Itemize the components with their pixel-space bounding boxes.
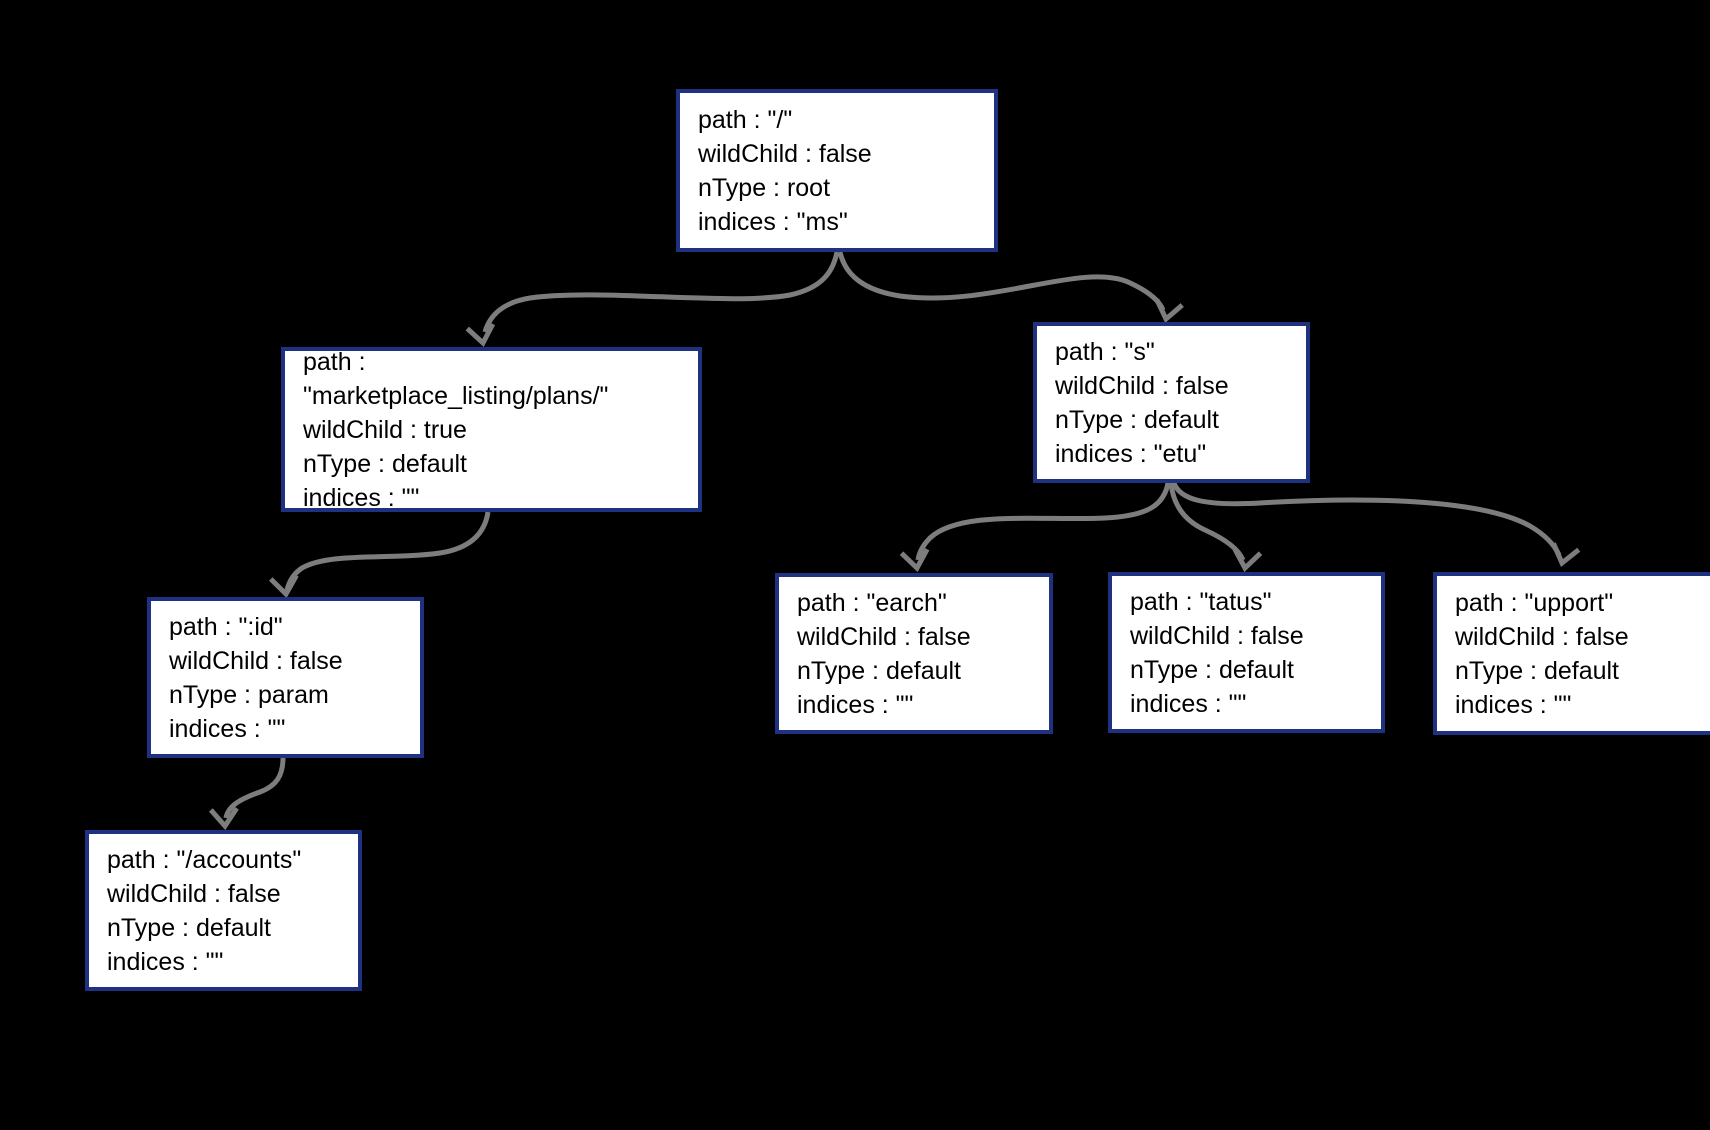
node-field-wildchild: wildChild : false	[1055, 371, 1229, 400]
arrowhead-s-to-earch	[899, 547, 930, 573]
node-field-ntype: nType : default	[1055, 405, 1220, 434]
arrowhead-s-to-tatus	[1232, 547, 1263, 573]
arrowhead-id-to-accounts	[208, 806, 239, 831]
node-field-wildchild: wildChild : false	[698, 139, 872, 168]
node-field-path: path :	[303, 347, 366, 376]
edge-s-to-earch	[915, 482, 1171, 561]
arrowhead-s-to-upport	[1551, 542, 1581, 567]
node-field-indices: indices : ""	[797, 690, 914, 719]
arrowhead-root-to-marketplace	[465, 322, 496, 348]
node-field-indices: indices : ""	[303, 483, 420, 512]
node-field-wildchild: wildChild : false	[1130, 621, 1304, 650]
node-field-indices: indices : "etu"	[1055, 439, 1207, 468]
node-earch-fields: path : "earch" wildChild : false nType :…	[779, 586, 971, 722]
node-root-fields: path : "/" wildChild : false nType : roo…	[680, 103, 872, 239]
node-field-path: path : "earch"	[797, 588, 947, 617]
node-field-wildchild: wildChild : false	[1455, 622, 1629, 651]
node-field-ntype: nType : default	[1130, 655, 1295, 684]
node-field-indices: indices : ""	[107, 947, 224, 976]
node-field-wildchild: wildChild : false	[169, 646, 343, 675]
node-field-wildchild: wildChild : false	[107, 879, 281, 908]
node-field-ntype: nType : default	[303, 449, 468, 478]
node-field-indices: indices : ""	[1455, 690, 1572, 719]
edge-root-to-marketplace	[482, 251, 840, 333]
node-field-indices: indices : "ms"	[698, 207, 848, 236]
node-tatus: path : "tatus" wildChild : false nType :…	[1108, 572, 1385, 733]
edge-marketplace-to-id	[284, 511, 491, 591]
node-tatus-fields: path : "tatus" wildChild : false nType :…	[1112, 585, 1304, 721]
edge-id-to-accounts	[223, 757, 286, 819]
node-earch: path : "earch" wildChild : false nType :…	[775, 573, 1053, 734]
node-field-ntype: nType : default	[797, 656, 962, 685]
node-field-path: path : "/"	[698, 105, 793, 134]
node-field-path-value: "marketplace_listing/plans/"	[303, 381, 609, 410]
node-field-wildchild: wildChild : false	[797, 622, 971, 651]
node-field-ntype: nType : root	[698, 173, 831, 202]
node-s-fields: path : "s" wildChild : false nType : def…	[1037, 335, 1229, 471]
node-root: path : "/" wildChild : false nType : roo…	[676, 89, 998, 252]
node-field-path: path : ":id"	[169, 612, 283, 641]
edge-root-to-s	[837, 251, 1166, 312]
node-accounts-fields: path : "/accounts" wildChild : false nTy…	[89, 843, 301, 979]
node-field-path: path : "upport"	[1455, 588, 1614, 617]
arrowhead-root-to-s	[1154, 298, 1184, 324]
node-upport: path : "upport" wildChild : false nType …	[1433, 572, 1710, 735]
node-marketplace-listing-plans: path : "marketplace_listing/plans/" wild…	[281, 347, 702, 512]
node-field-ntype: nType : default	[107, 913, 272, 942]
edge-s-to-upport	[1171, 481, 1562, 557]
node-id-fields: path : ":id" wildChild : false nType : p…	[151, 610, 343, 746]
node-field-wildchild: wildChild : true	[303, 415, 467, 444]
node-field-path: path : "s"	[1055, 337, 1155, 366]
node-s: path : "s" wildChild : false nType : def…	[1033, 322, 1310, 483]
node-field-ntype: nType : default	[1455, 656, 1620, 685]
node-field-indices: indices : ""	[169, 714, 286, 743]
node-id-param: path : ":id" wildChild : false nType : p…	[147, 597, 424, 758]
node-upport-fields: path : "upport" wildChild : false nType …	[1437, 586, 1629, 722]
node-accounts: path : "/accounts" wildChild : false nTy…	[85, 830, 362, 991]
node-field-ntype: nType : param	[169, 680, 329, 709]
node-marketplace-fields: path : "marketplace_listing/plans/" wild…	[285, 347, 609, 512]
node-field-path: path : "tatus"	[1130, 587, 1272, 616]
node-field-indices: indices : ""	[1130, 689, 1247, 718]
arrowhead-marketplace-to-id	[269, 574, 299, 599]
node-field-path: path : "/accounts"	[107, 845, 302, 874]
